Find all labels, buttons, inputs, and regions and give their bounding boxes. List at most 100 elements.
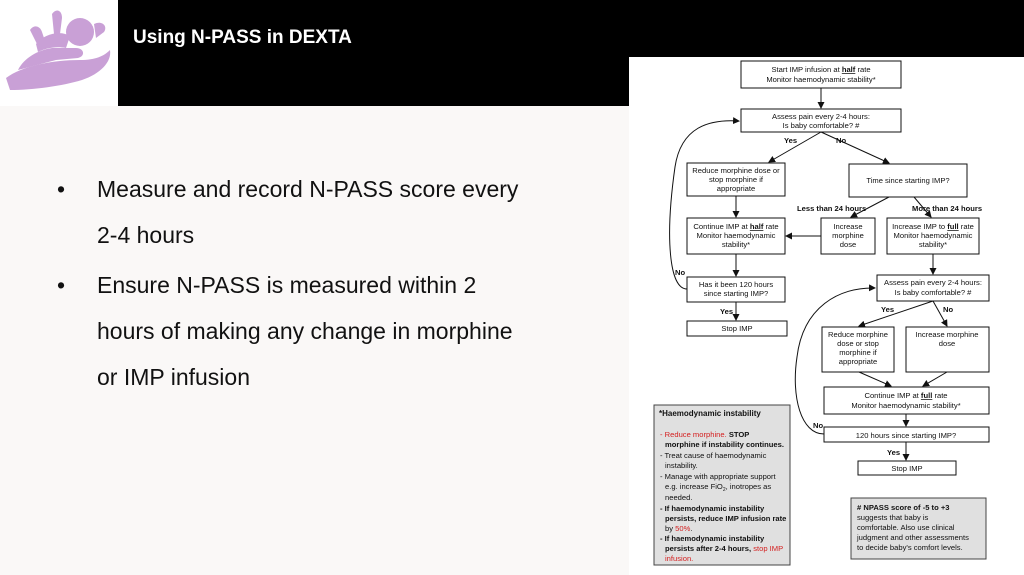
haemo-b3-sub: 2 xyxy=(723,487,726,493)
cont-full-a: Continue IMP at xyxy=(864,391,919,400)
reduce2-line3: morphine if xyxy=(839,348,877,357)
reduce1-line3: appropriate xyxy=(717,184,755,193)
haemo-b1-l2: morphine if instability continues. xyxy=(665,440,784,449)
stop-imp-2: Stop IMP xyxy=(891,464,922,473)
120h-text: 120 hours since starting IMP? xyxy=(856,431,956,440)
haemo-b4-l3b: 50% xyxy=(675,524,690,533)
svg-text:Start IMP infusion at half rat: Start IMP infusion at half rate xyxy=(771,65,870,74)
flowchart-diagram: Start IMP infusion at half rate Monitor … xyxy=(653,60,990,566)
reduce1-line1: Reduce morphine dose or xyxy=(692,166,780,175)
haemodynamic-note xyxy=(653,404,791,566)
assess2-line2: Is baby comfortable? # xyxy=(895,288,973,297)
npass-l4: judgment and other assessments xyxy=(856,533,969,542)
slide-title: Using N-PASS in DEXTA xyxy=(133,27,352,48)
incr-morph1-line2: morphine xyxy=(832,231,864,240)
stop-imp-1: Stop IMP xyxy=(721,324,752,333)
haemo-b2-l2: instability. xyxy=(665,461,698,470)
title-bar: Using N-PASS in DEXTA xyxy=(118,0,1024,106)
reduce2-line2: dose or stop xyxy=(837,339,879,348)
svg-text:Continue IMP at full rate: Continue IMP at full rate xyxy=(864,391,947,400)
bullet-item: • Measure and record N-PASS score every … xyxy=(57,166,597,258)
cont-full-c: rate xyxy=(934,391,947,400)
label-no: No xyxy=(943,305,953,314)
increase-morphine-box-2 xyxy=(905,326,990,373)
npass-l5: to decide baby's comfort levels. xyxy=(857,543,963,552)
cont-full-line2: Monitor haemodynamic stability* xyxy=(851,401,960,410)
svg-text:e.g. increase FiO2, inotropes: e.g. increase FiO2, inotropes as xyxy=(665,482,771,493)
assess2-line1: Assess pain every 2-4 hours: xyxy=(884,278,982,287)
svg-text:persists after 2-4 hours, stop: persists after 2-4 hours, stop IMP xyxy=(665,544,783,553)
incr-full-line3: stability* xyxy=(919,240,947,249)
label-no: No xyxy=(675,268,685,277)
reduce-morphine-box-2 xyxy=(821,326,895,373)
start-rate: rate xyxy=(857,65,870,74)
time-since-box xyxy=(848,163,968,198)
cont-half-line3: stability* xyxy=(722,240,750,249)
haemo-b5-l2b: stop IMP xyxy=(753,544,783,553)
label-yes: Yes xyxy=(881,305,894,314)
haemo-b4-l3c: . xyxy=(690,524,692,533)
start-text-2: Monitor haemodynamic stability* xyxy=(766,75,875,84)
svg-text:- Reduce morphine. STOP: - Reduce morphine. STOP xyxy=(660,430,749,439)
bullet-line: or IMP infusion xyxy=(97,364,250,390)
npass-note xyxy=(850,497,987,560)
assess1-line2: Is baby comfortable? # xyxy=(783,121,861,130)
been120-line1: Has it been 120 hours xyxy=(699,280,774,289)
time-since-text: Time since starting IMP? xyxy=(866,176,949,185)
label-no: No xyxy=(836,136,846,145)
svg-text:persists, reduce IMP infusion: persists, reduce IMP infusion rate xyxy=(665,514,786,523)
cont-half-line2: Monitor haemodynamic xyxy=(697,231,776,240)
haemo-b3-l1: - Manage with appropriate support xyxy=(660,472,777,481)
incr-morph1-line3: dose xyxy=(840,240,856,249)
been120-line2: since starting IMP? xyxy=(704,289,769,298)
haemo-b4-l3a: by xyxy=(665,524,673,533)
incr-morph2-line2: dose xyxy=(939,339,955,348)
reduce2-line4: appropriate xyxy=(839,357,877,366)
haemo-b5-l1: - If haemodynamic instability xyxy=(660,534,765,543)
bullet-line: Ensure N-PASS is measured within 2 xyxy=(97,272,477,298)
incr-full-c: rate xyxy=(961,222,974,231)
incr-morph2-line1: Increase morphine xyxy=(916,330,979,339)
bullet-dot: • xyxy=(57,176,66,202)
baby-in-hands-icon xyxy=(6,10,111,90)
npass-l2: suggests that baby is xyxy=(857,513,929,522)
svg-text:Increase IMP to full rate: Increase IMP to full rate xyxy=(892,222,974,231)
haemo-b4-l1: - If haemodynamic instability xyxy=(660,504,765,513)
flowchart: Start IMP infusion at half rate Monitor … xyxy=(629,57,1024,575)
label-yes: Yes xyxy=(784,136,797,145)
label-no: No xyxy=(813,421,823,430)
haemo-b5-l2a: persists after 2-4 hours, xyxy=(665,544,751,553)
bullet-list: • Measure and record N-PASS score every … xyxy=(57,166,597,404)
logo xyxy=(0,0,118,106)
incr-full-b: full xyxy=(947,222,958,231)
reduce1-line2: stop morphine if xyxy=(709,175,764,184)
haemo-b3-l2b: , inotropes as xyxy=(726,482,772,491)
haemo-b3-l3: needed. xyxy=(665,493,692,502)
assess1-line1: Assess pain every 2-4 hours: xyxy=(772,112,870,121)
haemo-b2-l1: - Treat cause of haemodynamic xyxy=(660,451,767,460)
cont-half-a: Continue IMP at xyxy=(693,222,748,231)
haemo-title: *Haemodynamic instability xyxy=(659,409,761,418)
cont-full-b: full xyxy=(921,391,932,400)
svg-text:by 50%.: by 50%. xyxy=(665,524,692,533)
bullet-dot: • xyxy=(57,272,66,298)
npass-l1: # NPASS score of -5 to +3 xyxy=(857,503,950,512)
label-yes: Yes xyxy=(887,448,900,457)
npass-l3: comfortable. Also use clinical xyxy=(857,523,955,532)
cont-half-b: half xyxy=(750,222,764,231)
stop-imp-box-1 xyxy=(686,320,788,337)
haemo-b1-bold: STOP xyxy=(727,430,750,439)
stop-imp-box-2 xyxy=(857,460,957,476)
bullet-line: Measure and record N-PASS score every xyxy=(97,176,519,202)
cont-half-c: rate xyxy=(766,222,779,231)
haemo-b4-l2: persists, reduce IMP infusion rate xyxy=(665,514,786,523)
incr-morph1-line1: Increase xyxy=(833,222,862,231)
haemo-b3-l2: e.g. increase FiO xyxy=(665,482,723,491)
svg-text:Continue IMP at half rate: Continue IMP at half rate xyxy=(693,222,778,231)
label-yes: Yes xyxy=(720,307,733,316)
reduce2-line1: Reduce morphine xyxy=(828,330,888,339)
incr-full-line2: Monitor haemodynamic xyxy=(894,231,973,240)
bullet-line: 2-4 hours xyxy=(97,222,195,248)
incr-full-a: Increase IMP to xyxy=(892,222,945,231)
bullet-item: • Ensure N-PASS is measured within 2 hou… xyxy=(57,262,597,400)
